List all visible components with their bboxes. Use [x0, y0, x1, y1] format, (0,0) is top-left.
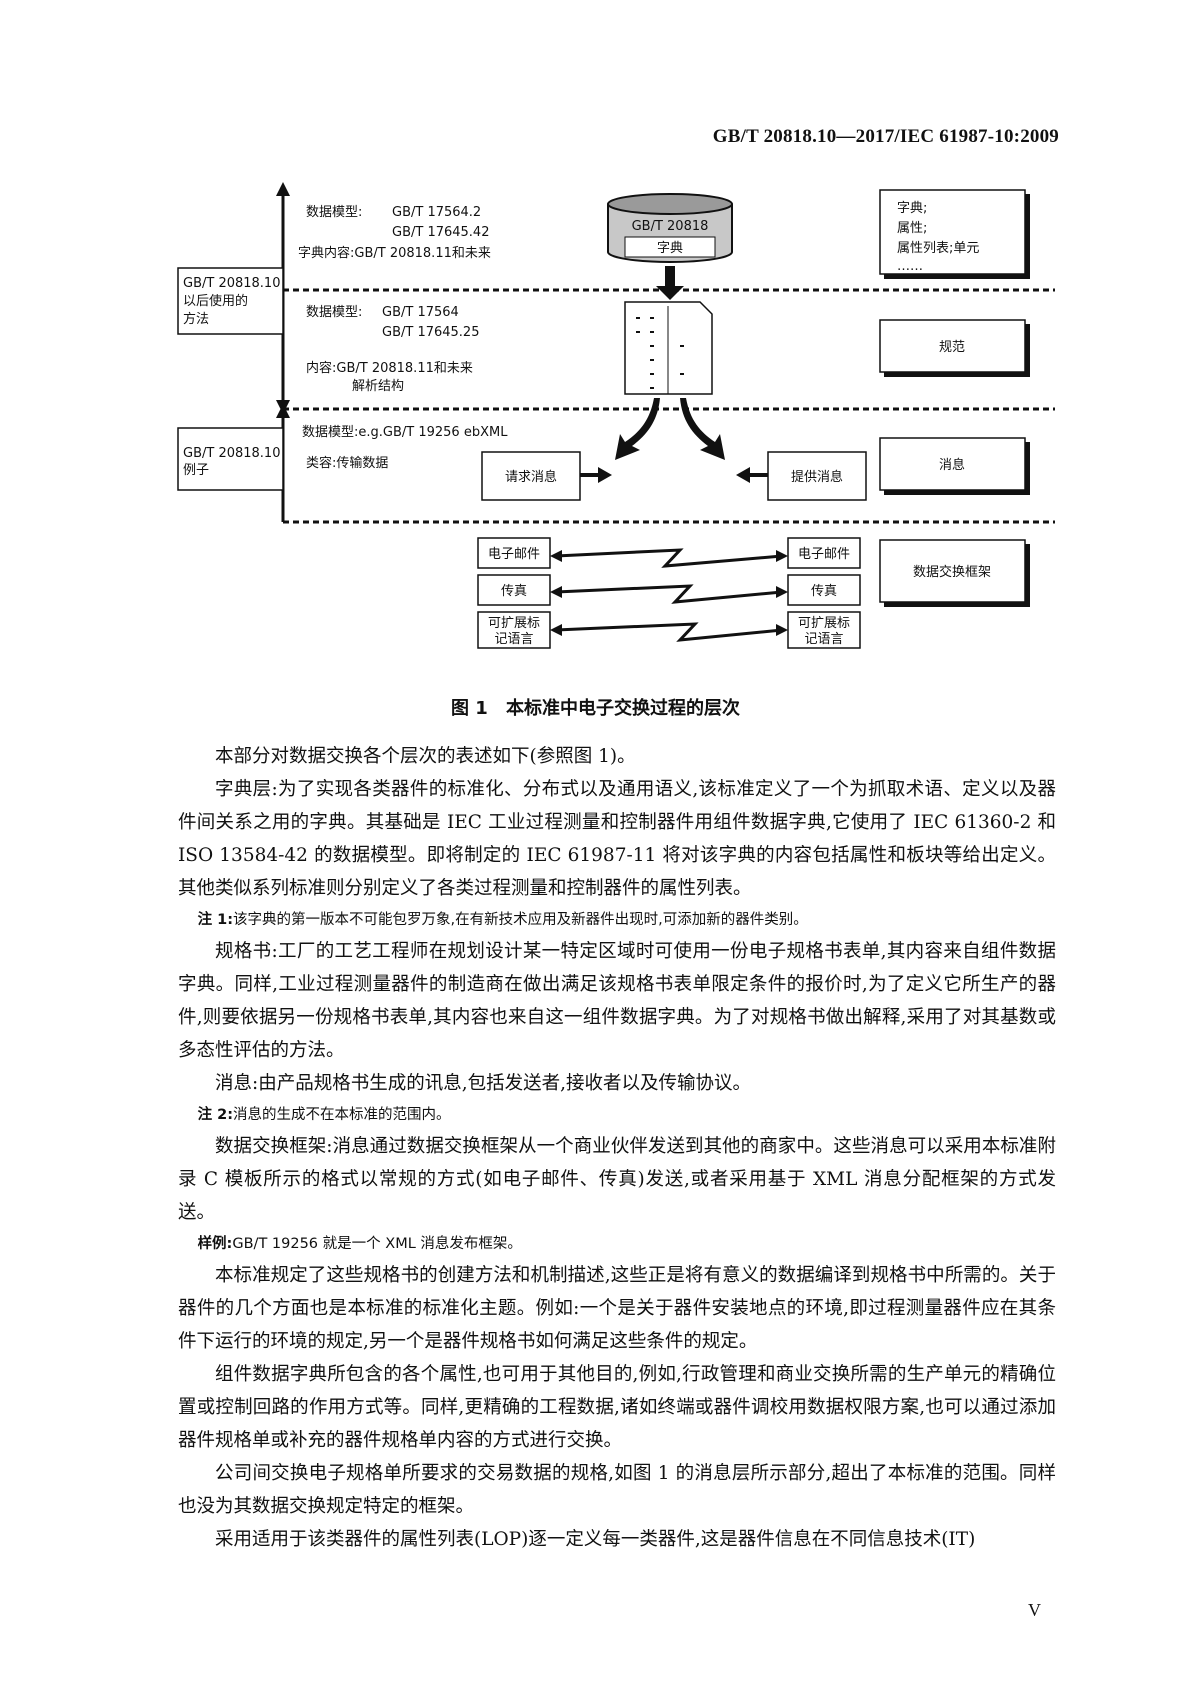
svg-text:传真: 传真	[811, 584, 837, 599]
body-paragraph: 字典层:为了实现各类器件的标准化、分布式以及通用语义,该标准定义了一个为抓取术语…	[178, 779, 1056, 899]
svg-text:GB/T 20818.10: GB/T 20818.10	[183, 276, 280, 291]
left-box-lower: GB/T 20818.10 例子	[177, 427, 284, 491]
svg-text:电子邮件: 电子邮件	[488, 547, 540, 562]
note-paragraph: 注 2:消息的生成不在本标准的范围内。	[178, 1100, 1056, 1130]
note-label: 样例:	[197, 1236, 233, 1252]
svg-text:方法: 方法	[183, 311, 209, 327]
body-paragraph: 消息:由产品规格书生成的讯息,包括发送者,接收者以及传输协议。	[215, 1073, 751, 1094]
figure-caption-title: 本标准中电子交换过程的层次	[506, 698, 741, 719]
left-box-upper: GB/T 20818.10 以后使用的 方法	[177, 267, 284, 335]
transport-fax-right: 传真	[787, 574, 861, 606]
svg-text:可扩展标: 可扩展标	[488, 616, 540, 631]
svg-text:GB/T 20818: GB/T 20818	[632, 219, 709, 234]
provide-message-box: 提供消息	[767, 451, 867, 501]
dictionary-cylinder: GB/T 20818 字典	[607, 193, 733, 263]
svg-text:GB/T 17645.25: GB/T 17645.25	[382, 325, 479, 340]
transport-xml-right: 可扩展标 记语言	[787, 611, 861, 649]
body-paragraph: 本部分对数据交换各个层次的表述如下(参照图 1)。	[215, 746, 636, 767]
note-label: 注 2:	[197, 1107, 233, 1123]
svg-text:……: ……	[897, 259, 923, 274]
svg-text:类容:传输数据: 类容:传输数据	[306, 455, 388, 471]
svg-text:数据模型:: 数据模型:	[306, 305, 362, 320]
svg-text:数据模型:: 数据模型:	[306, 205, 362, 220]
svg-text:提供消息: 提供消息	[791, 469, 843, 485]
message-arrows	[580, 467, 768, 483]
svg-text:规范: 规范	[939, 340, 965, 355]
request-message-box: 请求消息	[481, 451, 581, 501]
svg-text:内容:GB/T 20818.11和未来: 内容:GB/T 20818.11和未来	[306, 360, 473, 376]
svg-text:字典: 字典	[657, 241, 683, 256]
body-text: 本部分对数据交换各个层次的表述如下(参照图 1)。字典层:为了实现各类器件的标准…	[178, 740, 1056, 1556]
page-number: V	[1028, 1600, 1041, 1620]
svg-text:字典内容:GB/T 20818.11和未来: 字典内容:GB/T 20818.11和未来	[298, 245, 491, 261]
svg-text:解析结构: 解析结构	[352, 379, 404, 394]
split-arrows-icon	[615, 398, 725, 460]
svg-text:数据模型:e.g.GB/T 19256 ebXML: 数据模型:e.g.GB/T 19256 ebXML	[302, 425, 508, 440]
svg-text:请求消息: 请求消息	[505, 469, 557, 485]
figure-caption-label: 图 1	[450, 698, 488, 719]
note-text: 消息的生成不在本标准的范围内。	[233, 1107, 451, 1123]
right-box-spec: 规范	[879, 319, 1030, 377]
figure-caption: 图 1 本标准中电子交换过程的层次	[0, 694, 1191, 720]
svg-text:消息: 消息	[939, 457, 965, 473]
right-box-dictionary: 字典; 属性; 属性列表;单元 ……	[879, 189, 1030, 279]
transport-zigzag-connectors	[555, 548, 783, 642]
svg-text:记语言: 记语言	[804, 632, 843, 647]
spec-document-icon	[624, 301, 713, 395]
transport-xml-left: 可扩展标 记语言	[477, 611, 551, 649]
svg-text:数据交换框架: 数据交换框架	[913, 564, 991, 580]
note-text: 该字典的第一版本不可能包罗万象,在有新技术应用及新器件出现时,可添加新的器件类别…	[233, 912, 808, 928]
svg-text:属性;: 属性;	[897, 221, 927, 236]
svg-text:可扩展标: 可扩展标	[798, 616, 850, 631]
transport-email-left: 电子邮件	[477, 537, 551, 569]
svg-text:记语言: 记语言	[494, 632, 533, 647]
svg-text:GB/T 20818.10: GB/T 20818.10	[183, 446, 280, 461]
body-paragraph: 采用适用于该类器件的属性列表(LOP)逐一定义每一类器件,这是器件信息在不同信息…	[215, 1529, 976, 1550]
body-paragraph: 规格书:工厂的工艺工程师在规划设计某一特定区域时可使用一份电子规格书表单,其内容…	[178, 941, 1056, 1061]
right-box-framework: 数据交换框架	[879, 539, 1030, 607]
svg-text:GB/T 17564.2: GB/T 17564.2	[392, 205, 481, 220]
layer3-text: 数据模型:e.g.GB/T 19256 ebXML 类容:传输数据	[302, 425, 508, 471]
svg-text:属性列表;单元: 属性列表;单元	[897, 241, 979, 256]
right-box-message: 消息	[879, 437, 1030, 495]
body-paragraph: 公司间交换电子规格单所要求的交易数据的规格,如图 1 的消息层所示部分,超出了本…	[178, 1463, 1056, 1517]
layer1-text: 数据模型: GB/T 17564.2 GB/T 17645.42 字典内容:GB…	[298, 205, 491, 261]
note-paragraph: 样例:GB/T 19256 就是一个 XML 消息发布框架。	[178, 1229, 1056, 1259]
svg-text:GB/T 17564: GB/T 17564	[382, 305, 459, 320]
page-header-standard: GB/T 20818.10—2017/IEC 61987-10:2009	[712, 126, 1059, 147]
note-label: 注 1:	[197, 912, 233, 928]
svg-text:例子: 例子	[183, 463, 209, 478]
transport-email-right: 电子邮件	[787, 537, 861, 569]
body-paragraph: 本标准规定了这些规格书的创建方法和机制描述,这些正是将有意义的数据编译到规格书中…	[178, 1265, 1056, 1352]
svg-text:GB/T 17645.42: GB/T 17645.42	[392, 225, 489, 240]
svg-text:传真: 传真	[501, 584, 527, 599]
svg-text:电子邮件: 电子邮件	[798, 547, 850, 562]
layer-diagram: GB/T 20818.10 以后使用的 方法 GB/T 20818.10 例子 …	[177, 182, 1055, 649]
body-paragraph: 数据交换框架:消息通过数据交换框架从一个商业伙伴发送到其他的商家中。这些消息可以…	[178, 1136, 1056, 1223]
down-arrow-icon	[656, 266, 684, 300]
note-text: GB/T 19256 就是一个 XML 消息发布框架。	[232, 1236, 522, 1252]
svg-text:字典;: 字典;	[897, 201, 927, 216]
note-paragraph: 注 1:该字典的第一版本不可能包罗万象,在有新技术应用及新器件出现时,可添加新的…	[178, 905, 1056, 935]
transport-fax-left: 传真	[477, 574, 551, 606]
svg-text:以后使用的: 以后使用的	[183, 293, 248, 309]
body-paragraph: 组件数据字典所包含的各个属性,也可用于其他目的,例如,行政管理和商业交换所需的生…	[178, 1364, 1056, 1451]
layer2-text: 数据模型: GB/T 17564 GB/T 17645.25 内容:GB/T 2…	[306, 305, 479, 394]
transport-arrowheads	[550, 550, 788, 636]
